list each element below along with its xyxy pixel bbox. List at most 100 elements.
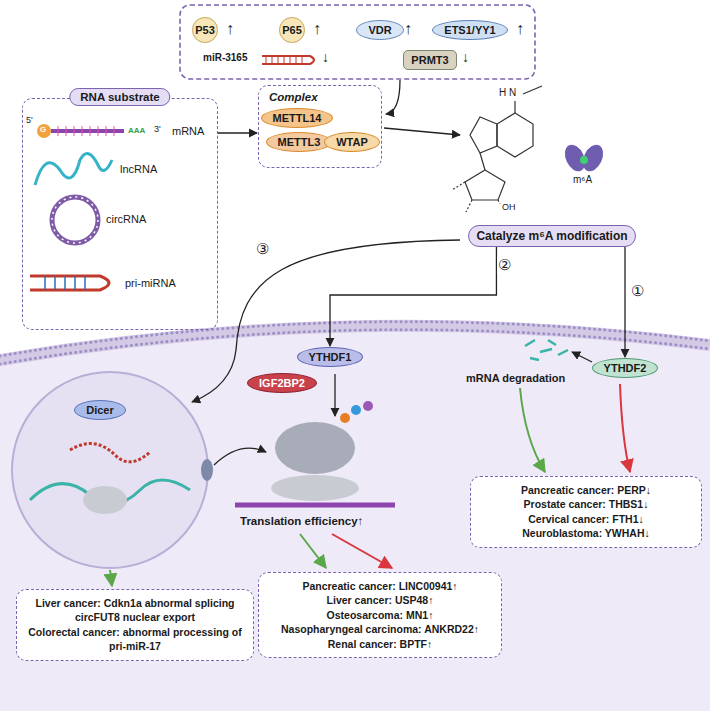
peptide [351,405,361,415]
spliceosome [83,486,127,514]
edge-label: ② [497,256,512,274]
circrna-icon [52,197,98,243]
mirna-pairs [266,56,302,64]
outcome-box: Liver cancer: Cdkn1a abnormal splicing c… [16,589,254,661]
node-label: Renal cancer: BPTF↑ [267,637,493,651]
protein-blob: Dicer [74,400,126,420]
node-label: Osteosarcoma: MN1↑ [267,608,493,622]
m6a-molecule [452,86,542,212]
pri-mirna-nuclear [70,444,150,462]
text-label: ↑ [516,20,524,38]
ribosome-small [271,475,359,501]
box-heading: RNA substrate [69,88,170,106]
text-label: 5' [26,115,33,125]
cell-cytoplasm [0,326,710,711]
mrna-strand [51,129,124,133]
text-label: H [499,87,506,98]
node-label: YTHDF1 [309,351,352,363]
outcome-arrow-red [332,534,392,568]
text-label: AAA [128,126,145,135]
complex-arrow [384,128,460,135]
node-label: IGF2BP2 [259,377,305,389]
regulator-circle: P53 [192,17,218,43]
node-label: WTAP [336,136,368,148]
outcome-box: Pancreatic cancer: LINC00941↑Liver cance… [258,572,502,658]
text-label: ↑ [313,20,321,38]
pri-mirna-stem [45,276,85,290]
enzyme-oval: METTL14 [261,108,334,128]
text-label: miR-3165 [203,52,247,63]
pri-mirna-icon [30,276,109,290]
outcome-arrow-red [620,384,630,472]
connector [218,132,257,133]
node-label: METTL14 [273,112,322,124]
text-label: ↓ [462,49,469,65]
mrna-cap [37,124,51,138]
outcome-box: Pancreatic cancer: PERP↓Prostate cancer:… [470,476,702,548]
complex-box: ComplexMETTL14METTL3 WTAP [258,85,382,168]
text-label: m⁶A [573,174,592,185]
mirna-hairpin [262,56,314,64]
node-label: Cervical cancer: FTH1↓ [479,512,693,526]
text-label: circRNA [106,213,146,225]
connector [624,247,625,357]
degradation-arrow [572,352,592,362]
lncrna-icon [35,154,112,185]
connector [330,247,496,346]
outcome-arrow-green [300,534,326,568]
node-label: P65 [282,24,302,36]
node-label: Neuroblastoma: YWHAH↓ [479,526,693,540]
text-label: mRNA [172,125,204,137]
regulator-oval: VDR [356,20,403,40]
text-label: mRNA degradation [466,372,565,384]
box-heading: Complex [269,91,318,103]
export-arrow [214,448,266,465]
text-label: ↑ [404,20,412,38]
ythdf1-ribosome-arrow [334,374,335,416]
regulator-arrow [386,80,400,114]
yth-symbol [561,142,607,175]
enzyme-oval: WTAP [324,132,380,152]
edge-label: ① [630,282,645,300]
node-label: ETS1/YY1 [444,24,495,36]
enzyme-oval: METTL3 [266,132,333,152]
reader-protein: YTHDF2 [592,358,659,378]
outcome-arrow-green [520,388,545,472]
node-label: Liver cancer: Cdkn1a abnormal splicing c… [25,596,245,625]
text-label: ↑ [226,20,234,38]
translated-mrna [235,503,395,508]
node-label: Prostate cancer: THBS1↓ [479,497,693,511]
node-label: Catalyze m⁶A modification [476,229,627,243]
ribosome-large [275,422,355,474]
node-label: METTL3 [278,136,321,148]
node-label: Nasopharyngeal carcinoma: ANKRD22↑ [267,622,493,636]
mrna-ticks [58,126,114,136]
nucleus [12,372,208,568]
peptide [363,401,373,411]
text-label: ↓ [322,49,329,65]
node-label: P53 [195,24,215,36]
text-label: G [40,125,46,134]
node-label: PRMT3 [411,54,448,66]
nuclear-pore [201,459,213,481]
node-label: Liver cancer: USP48↑ [267,593,493,607]
regulator-box: PRMT3 [403,50,456,70]
nucleus-outcome-arrow [110,570,112,586]
peptide [340,413,350,423]
node-label: YTHDF2 [604,362,647,374]
text-label: ③ [255,240,270,258]
node-label: Pancreatic cancer: PERP↓ [479,483,693,497]
reader-protein: IGF2BP2 [247,373,317,393]
text-label: pri-miRNA [125,277,176,289]
node-label: Colorectal cancer: abnormal processing o… [25,625,245,654]
text-label: N [509,87,516,98]
text-label: Translation efficiency↑ [240,515,363,527]
reader-protein: YTHDF1 [297,347,364,367]
node-label: Pancreatic cancer: LINC00941↑ [267,579,493,593]
node-label: Dicer [86,404,114,416]
regulator-circle: P65 [279,17,305,43]
text-label: OH [502,202,516,212]
process-pill: Catalyze m⁶A modification [468,225,635,247]
regulator-box [180,5,535,79]
regulator-oval: ETS1/YY1 [432,20,507,40]
